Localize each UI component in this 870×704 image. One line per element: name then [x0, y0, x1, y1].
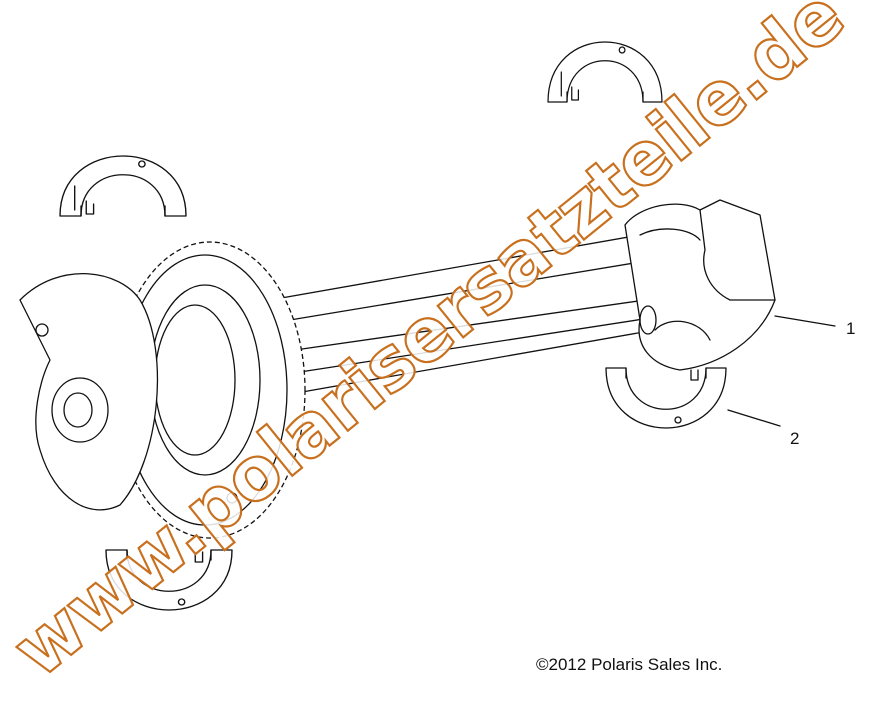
- crankshaft: [19, 199, 776, 539]
- bearing-shell-top-left: [59, 155, 187, 217]
- leader-line-2: [727, 409, 781, 427]
- callout-2: 2: [790, 429, 799, 448]
- bearing-shell-right: [605, 367, 727, 429]
- leader-line-1: [774, 315, 836, 327]
- copyright-notice: ©2012 Polaris Sales Inc.: [536, 655, 723, 674]
- bearing-shell-top-right: [547, 41, 663, 103]
- callout-1: 1: [846, 319, 855, 338]
